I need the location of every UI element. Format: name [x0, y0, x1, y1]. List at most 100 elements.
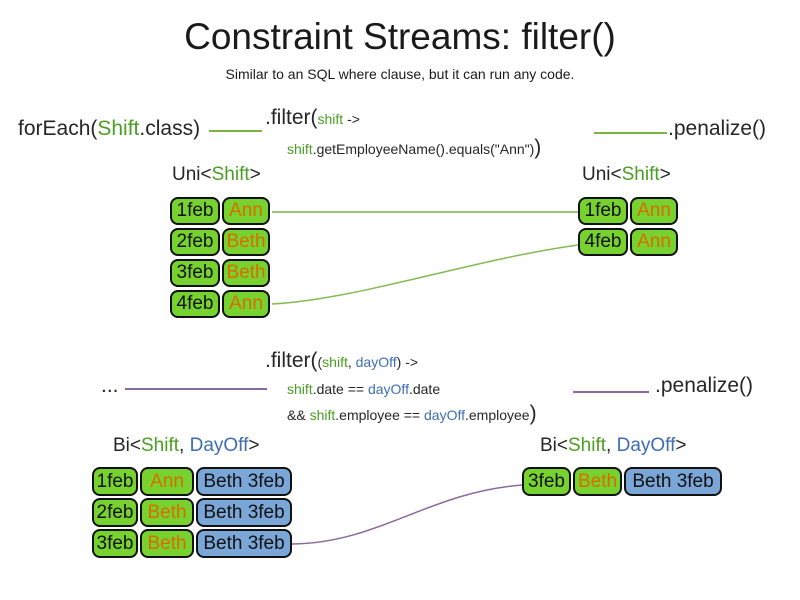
cond-and: && — [287, 407, 310, 423]
shift-date-cell: 1feb — [92, 467, 138, 496]
uni-left-label: Uni<Shift> — [172, 164, 261, 186]
label-comma: , — [179, 435, 190, 456]
label-post: > — [249, 164, 261, 185]
shift-date-cell: 3feb — [92, 529, 138, 558]
shift-class-token: Shift — [97, 117, 140, 140]
bi-left-table: 1feb Ann Beth 3feb 2feb Beth Beth 3feb 3… — [92, 467, 292, 560]
cond-var2: dayOff — [424, 407, 465, 423]
match-line-4feb — [271, 244, 579, 305]
dayoff-cell: Beth 3feb — [196, 498, 292, 527]
cond-var1: shift — [287, 381, 313, 397]
table-row: 1feb Ann — [170, 197, 270, 225]
source-ellipsis: ... — [101, 374, 119, 397]
lambda-close-arrow: ) -> — [396, 354, 419, 370]
shift-date-cell: 4feb — [170, 290, 220, 318]
page-title: Constraint Streams: filter() — [184, 16, 616, 57]
penalize-top: .penalize() — [668, 117, 767, 140]
lambda-param: shift — [317, 111, 344, 127]
shift-employee-cell: Beth — [222, 228, 270, 256]
shift-date-cell: 4feb — [578, 228, 628, 256]
label-pre: Uni< — [172, 164, 212, 185]
cond-mid: .employee == — [335, 407, 424, 423]
lambda-open: ( — [317, 354, 323, 370]
match-line-3feb-purple — [291, 484, 524, 545]
cond-end: .employee — [465, 407, 530, 423]
label-type1: Shift — [141, 435, 180, 456]
filter-top-body: shift.getEmployeeName().equals("Ann")) — [287, 136, 541, 160]
label-type1: Shift — [568, 435, 607, 456]
lambda-param1: shift — [322, 354, 348, 370]
body-var: shift — [287, 141, 313, 157]
flow-line-filter-to-penalize — [594, 132, 667, 134]
shift-employee-cell: Ann — [630, 228, 678, 256]
shift-employee-cell: Beth — [573, 467, 622, 496]
label-pre: Bi< — [540, 435, 568, 456]
filter-fn: .filter( — [265, 349, 318, 372]
lambda-arrow: -> — [343, 111, 360, 127]
shift-date-cell: 3feb — [170, 259, 220, 287]
bi-left-label: Bi<Shift, DayOff> — [113, 435, 259, 457]
lambda-param2: dayOff — [355, 354, 397, 370]
shift-employee-cell: Beth — [140, 498, 194, 527]
flow-line-source-to-filter — [125, 388, 267, 390]
filter-bottom-line1: .filter((shift, dayOff) -> — [265, 349, 418, 373]
cond-var2: dayOff — [367, 381, 409, 397]
label-type2: DayOff — [616, 435, 676, 456]
filter-close-paren: ) — [529, 402, 537, 425]
uni-right-table: 1feb Ann 4feb Ann — [578, 197, 678, 259]
filter-close-paren: ) — [534, 136, 542, 159]
dayoff-cell: Beth 3feb — [624, 467, 722, 496]
table-row: 2feb Beth — [170, 228, 270, 256]
label-post: > — [248, 435, 260, 456]
page-subtitle: Similar to an SQL where clause, but it c… — [225, 66, 575, 82]
shift-employee-cell: Ann — [222, 197, 270, 225]
cond-end: .date — [408, 381, 441, 397]
label-comma: , — [606, 435, 617, 456]
shift-date-cell: 2feb — [92, 498, 138, 527]
label-post: > — [659, 164, 671, 185]
penalize-bottom: .penalize() — [655, 374, 754, 397]
flow-line-foreach-to-filter — [209, 130, 262, 132]
table-row: 3feb Beth — [170, 259, 270, 287]
bi-right-label: Bi<Shift, DayOff> — [540, 435, 686, 457]
dayoff-cell: Beth 3feb — [196, 467, 292, 496]
lambda-comma: , — [347, 354, 356, 370]
filter-bottom-line3: && shift.employee == dayOff.employee) — [287, 402, 537, 426]
label-pre: Uni< — [582, 164, 622, 185]
shift-employee-cell: Beth — [140, 529, 194, 558]
shift-employee-cell: Ann — [140, 467, 194, 496]
filter-top-line1: .filter(shift -> — [265, 106, 360, 130]
foreach-pre: forEach( — [18, 117, 98, 140]
cond-mid: .date == — [312, 381, 368, 397]
label-pre: Bi< — [113, 435, 141, 456]
uni-right-label: Uni<Shift> — [582, 164, 671, 186]
foreach-expression: forEach(Shift.class) — [18, 117, 200, 141]
table-row: 1feb Ann Beth 3feb — [92, 467, 292, 496]
shift-date-cell: 3feb — [522, 467, 571, 496]
filter-bottom-line2: shift.date == dayOff.date — [287, 381, 440, 399]
uni-left-table: 1feb Ann 2feb Beth 3feb Beth 4feb Ann — [170, 197, 270, 321]
table-row: 1feb Ann — [578, 197, 678, 225]
table-row: 2feb Beth Beth 3feb — [92, 498, 292, 527]
cond-var1: shift — [309, 407, 336, 423]
shift-date-cell: 2feb — [170, 228, 220, 256]
shift-employee-cell: Ann — [630, 197, 678, 225]
table-row: 3feb Beth Beth 3feb — [92, 529, 292, 558]
foreach-post: .class) — [139, 117, 201, 140]
shift-employee-cell: Ann — [222, 290, 270, 318]
body-rest: .getEmployeeName().equals("Ann") — [312, 141, 535, 157]
label-type: Shift — [211, 164, 250, 185]
shift-date-cell: 1feb — [578, 197, 628, 225]
bi-right-table: 3feb Beth Beth 3feb — [522, 467, 722, 498]
label-type: Shift — [621, 164, 660, 185]
label-type2: DayOff — [189, 435, 249, 456]
table-row: 4feb Ann — [170, 290, 270, 318]
dayoff-cell: Beth 3feb — [196, 529, 292, 558]
table-row: 3feb Beth Beth 3feb — [522, 467, 722, 496]
shift-employee-cell: Beth — [222, 259, 270, 287]
label-post: > — [675, 435, 687, 456]
filter-fn: .filter( — [265, 106, 318, 129]
flow-line-filter-to-penalize-bottom — [573, 391, 649, 393]
shift-date-cell: 1feb — [170, 197, 220, 225]
